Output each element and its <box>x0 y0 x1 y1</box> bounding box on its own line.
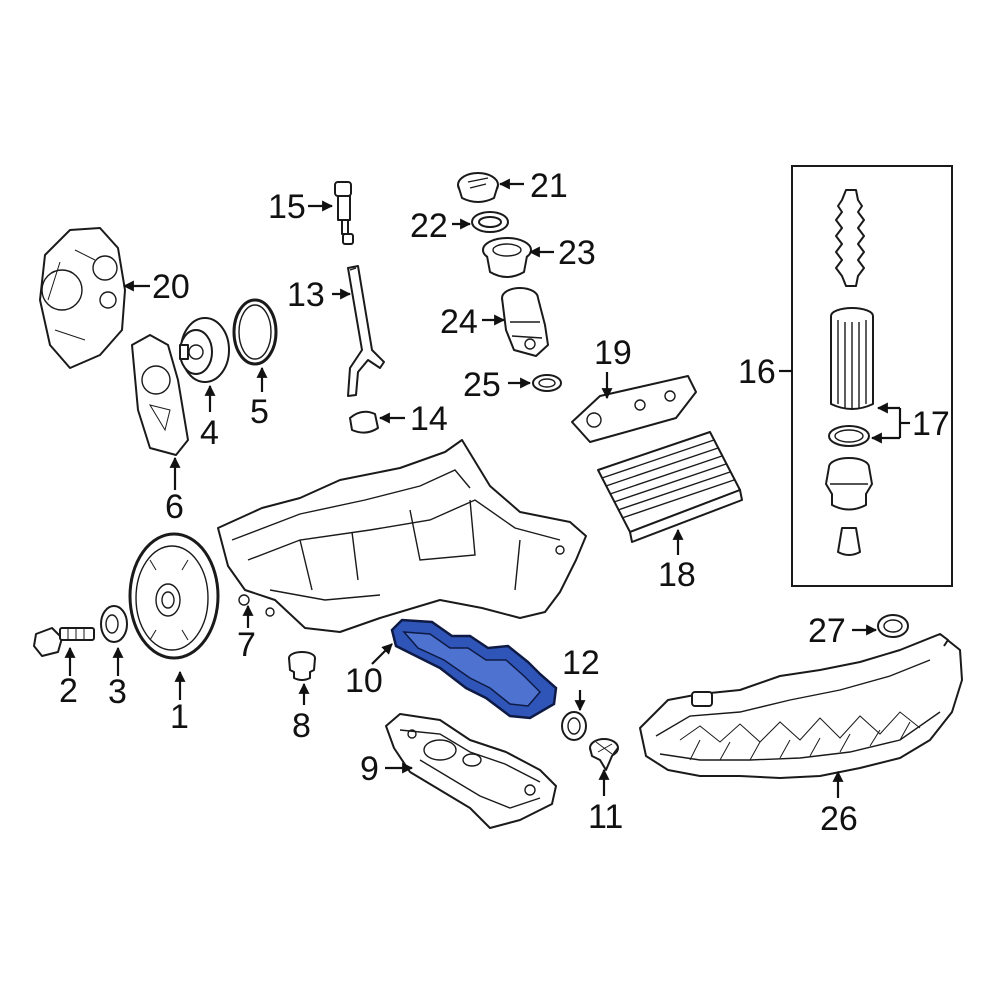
callout-15: 15 <box>268 188 306 226</box>
part-23-filler-neck[interactable] <box>482 237 532 278</box>
callout-27: 27 <box>808 612 846 650</box>
part-27-o-ring[interactable] <box>877 614 909 638</box>
callout-5: 5 <box>250 393 269 431</box>
callout-20: 20 <box>152 268 190 306</box>
part-21-filler-cap[interactable] <box>457 172 499 203</box>
part-22-seal-ring[interactable] <box>471 211 509 233</box>
callout-25: 25 <box>463 366 501 404</box>
part-12-seal-ring[interactable] <box>561 711 587 741</box>
part-18-oil-cooler[interactable] <box>597 431 743 543</box>
part-19-oil-cooler-gasket[interactable] <box>571 375 697 443</box>
oil-filter-assembly-box <box>791 165 953 587</box>
part-10-oil-pan-gasket[interactable] <box>390 618 558 720</box>
callout-17: 17 <box>912 405 950 443</box>
callout-14: 14 <box>410 400 448 438</box>
callout-22: 22 <box>410 207 448 245</box>
part-7-upper-oil-pan[interactable] <box>217 439 587 633</box>
callout-13: 13 <box>287 276 325 314</box>
callout-11: 11 <box>588 798 623 836</box>
callout-19: 19 <box>594 334 632 372</box>
part-11-drain-screw[interactable] <box>589 738 619 771</box>
part-20-cover-plate[interactable] <box>39 227 126 369</box>
callout-26: 26 <box>820 800 858 838</box>
part-4-pulley[interactable] <box>179 317 230 383</box>
part-14-plug[interactable] <box>349 410 379 434</box>
callout-24: 24 <box>440 303 478 341</box>
part-24-filler-tube[interactable] <box>501 287 549 357</box>
part-6-gasket[interactable] <box>131 334 189 456</box>
part-3-washer[interactable] <box>100 605 128 643</box>
callout-9: 9 <box>360 750 379 788</box>
callout-2: 2 <box>59 672 78 710</box>
callout-12: 12 <box>562 644 600 682</box>
part-9-lower-oil-pan[interactable] <box>385 713 557 829</box>
callout-1: 1 <box>170 698 189 736</box>
part-13-dipstick-tube[interactable] <box>347 265 385 397</box>
callout-3: 3 <box>108 673 127 711</box>
part-25-o-ring[interactable] <box>532 374 562 392</box>
part-1-crankshaft-damper[interactable] <box>128 532 220 660</box>
callout-18: 18 <box>658 556 696 594</box>
callout-10: 10 <box>345 662 383 700</box>
part-15-oil-level-sensor[interactable] <box>334 181 354 245</box>
part-2-bolt[interactable] <box>33 627 95 657</box>
callout-4: 4 <box>200 414 219 452</box>
part-16-oil-filter-assembly[interactable] <box>825 189 874 556</box>
part-5-o-ring[interactable] <box>232 298 278 366</box>
callout-21: 21 <box>530 167 568 205</box>
part-8-drain-plug[interactable] <box>288 651 316 681</box>
callout-8: 8 <box>292 707 311 745</box>
callout-23: 23 <box>558 234 596 272</box>
callout-7: 7 <box>237 626 256 664</box>
callout-6: 6 <box>165 488 184 526</box>
callout-16: 16 <box>738 353 776 391</box>
part-26-intake-manifold[interactable] <box>639 633 963 779</box>
